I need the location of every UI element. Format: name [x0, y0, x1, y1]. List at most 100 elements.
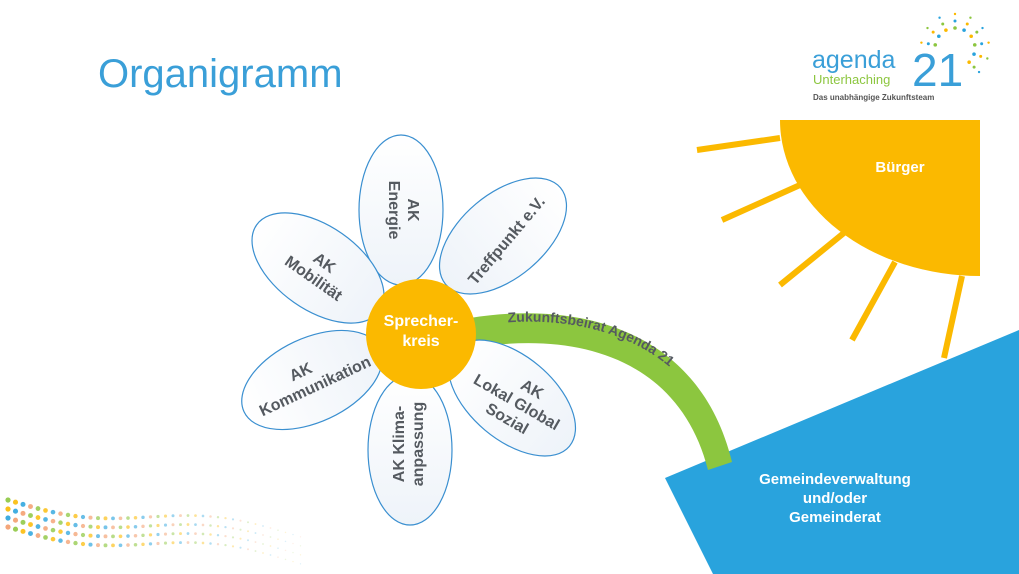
- logo-dot: [987, 41, 990, 44]
- decor-dot: [186, 541, 190, 544]
- decor-dot: [209, 542, 212, 545]
- decor-dot: [277, 529, 279, 531]
- decor-dot: [118, 543, 123, 548]
- decor-dot: [254, 541, 257, 544]
- logo-tagline: Das unabhängige Zukunftsteam: [813, 93, 934, 102]
- decor-dot: [201, 532, 205, 536]
- logo-dot: [926, 42, 930, 46]
- decor-dot: [35, 515, 41, 520]
- decor-dot: [292, 560, 294, 563]
- decor-dot: [216, 516, 220, 519]
- decor-dot: [292, 551, 294, 554]
- petal-energie-line-1: AK: [404, 198, 421, 222]
- decor-dot: [65, 530, 71, 536]
- decor-dot: [73, 540, 78, 546]
- stem-band: [470, 313, 732, 470]
- decor-dot: [254, 550, 257, 553]
- decor-dot: [148, 515, 153, 519]
- decor-dot: [5, 506, 11, 512]
- logo-dot: [953, 19, 957, 23]
- decor-dot: [156, 514, 160, 519]
- decor-dot: [111, 525, 115, 530]
- logo-dot: [979, 54, 983, 58]
- logo-dot: [969, 16, 972, 19]
- decor-dot: [269, 554, 272, 556]
- decor-dot: [126, 543, 130, 547]
- sun: Bürger: [696, 120, 980, 359]
- decor-dot: [262, 552, 264, 554]
- decor-dot: [239, 528, 242, 531]
- logo-dot: [967, 60, 971, 64]
- decor-dot: [171, 523, 175, 527]
- decor-dot: [20, 510, 26, 516]
- decor-dot: [284, 549, 287, 552]
- decor-dot: [73, 513, 78, 519]
- decor-dot: [277, 547, 279, 549]
- logo-dot: [937, 34, 941, 39]
- decor-dot: [12, 499, 19, 505]
- decor-dot: [96, 525, 100, 530]
- decor-dot: [126, 525, 130, 529]
- logo-dot: [972, 65, 976, 69]
- decor-dot: [277, 556, 279, 558]
- logo-dot: [975, 30, 979, 34]
- decor-dot: [284, 558, 287, 561]
- decor-dot: [299, 563, 302, 565]
- ground-label-line-2: und/oder: [803, 490, 867, 507]
- decor-dot: [224, 517, 227, 520]
- sun-rays: [696, 135, 965, 359]
- petal-klima-line-1: AK Klima-: [391, 406, 408, 482]
- decor-dot: [179, 541, 182, 545]
- decor-dot: [65, 512, 71, 518]
- logo-dot: [977, 70, 981, 74]
- decor-dot: [118, 516, 123, 521]
- decor-dot: [58, 520, 63, 525]
- decor-dot: [103, 534, 108, 539]
- decor-dot: [88, 524, 93, 529]
- decor-dot: [96, 543, 100, 548]
- logo-dot: [938, 16, 941, 19]
- decor-dot: [209, 515, 212, 518]
- ground-label-line-3: Gemeinderat: [789, 509, 881, 526]
- decor-dot: [216, 543, 220, 546]
- decor-dot: [43, 526, 48, 531]
- decor-dot: [284, 531, 287, 534]
- center-label-line-2: kreis: [402, 333, 439, 350]
- petal-energie-line-2: Energie: [385, 181, 402, 240]
- decor-dot: [201, 514, 205, 518]
- decor-dot: [58, 511, 63, 516]
- decor-dot: [231, 545, 235, 548]
- logo-subtitle: Unterhaching: [813, 72, 890, 87]
- logo-dot: [926, 26, 929, 30]
- decor-dot: [186, 514, 190, 517]
- decor-dot: [148, 524, 153, 528]
- ground-label-line-1: Gemeindeverwaltung: [759, 471, 911, 488]
- decor-dot: [5, 515, 11, 521]
- decor-dot: [126, 534, 130, 538]
- decor-dot: [58, 529, 63, 534]
- decor-dot: [111, 516, 115, 521]
- decor-dot: [277, 538, 279, 540]
- decor-dot: [20, 528, 26, 534]
- decor-dot: [50, 536, 56, 542]
- logo-dot: [953, 12, 957, 16]
- decor-dot: [179, 523, 182, 527]
- decor-dot: [179, 514, 182, 518]
- logo-dot: [972, 52, 976, 56]
- decor-dot: [133, 533, 138, 538]
- decor-dot: [269, 545, 272, 547]
- decor-dot: [262, 525, 264, 527]
- decor-dot: [284, 540, 287, 543]
- decor-dot: [118, 534, 123, 539]
- decor-dot: [209, 524, 212, 527]
- decor-dot: [20, 519, 26, 525]
- decor-dot: [171, 541, 175, 545]
- decor-dot: [148, 533, 153, 537]
- decor-dot: [5, 524, 11, 530]
- decor-dot: [20, 501, 26, 507]
- decor-dot: [163, 514, 168, 518]
- decor-dot: [73, 522, 78, 528]
- decor-dot: [88, 542, 93, 547]
- decor-dot: [96, 534, 100, 539]
